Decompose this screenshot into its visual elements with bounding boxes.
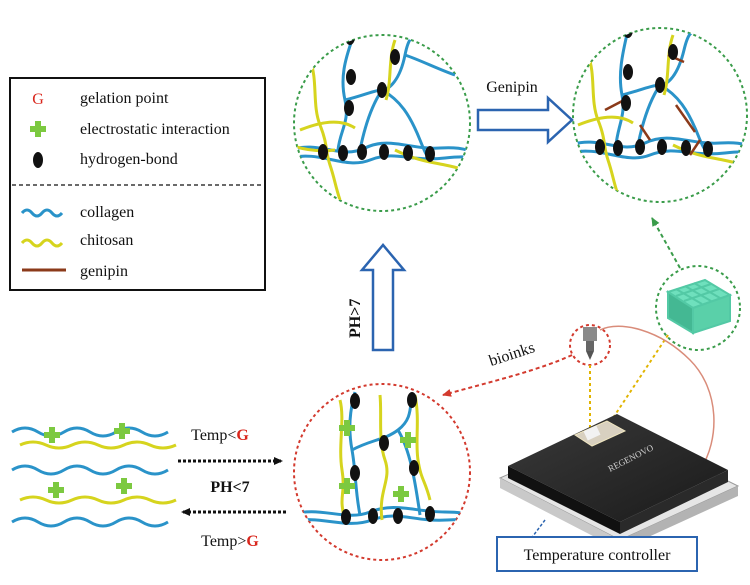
temperature-controller-box <box>496 536 698 572</box>
genipin-arrow <box>476 95 574 145</box>
ph-up-arrow <box>359 243 407 352</box>
temp-lt-label: Temp<G <box>191 427 249 444</box>
legend-genipin-label: genipin <box>80 263 128 280</box>
legend-hbond-label: hydrogen-bond <box>80 151 178 168</box>
cable-line <box>599 325 715 471</box>
legend-collagen-label: collagen <box>80 204 134 221</box>
bioinks-label: bioinks <box>487 339 537 370</box>
temp-gt-label: Temp>G <box>201 533 259 550</box>
legend-gelation-symbol: G <box>32 91 44 108</box>
ph-down-label: PH<7 <box>210 479 249 496</box>
legend-gelation-label: gelation point <box>80 90 169 107</box>
ph-up-label: PH>7 <box>347 299 364 338</box>
legend-electrostatic-label: electrostatic interaction <box>80 121 230 138</box>
network-circle-genipin <box>572 27 748 203</box>
printer-device <box>498 414 740 550</box>
scaffold-zoom-line <box>604 334 669 431</box>
scaffold-circle <box>655 265 741 351</box>
temperature-controller-label: Temperature controller <box>524 547 671 564</box>
legend-chitosan-icon <box>20 238 64 248</box>
legend-hbond-icon <box>33 152 43 168</box>
bioink-nozzle-circle <box>569 324 611 366</box>
legend-electrostatic-icon <box>30 121 46 137</box>
scaffold-to-network-arrow <box>651 217 681 269</box>
legend-box <box>9 77 266 291</box>
legend-chitosan-label: chitosan <box>80 232 133 249</box>
network-circle-ph-gt-7 <box>293 34 471 212</box>
solution-strands <box>11 423 177 528</box>
legend-collagen-icon <box>20 208 64 218</box>
network-circle-bioink <box>293 383 471 561</box>
genipin-arrow-label: Genipin <box>486 79 538 96</box>
